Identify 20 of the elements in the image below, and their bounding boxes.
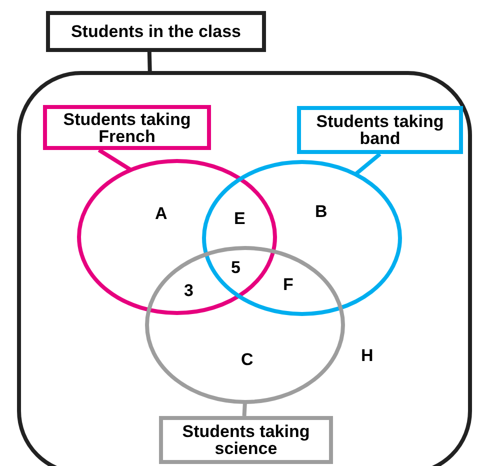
set-label-box: Students taking band	[297, 106, 463, 154]
leader-line	[242, 402, 247, 416]
region-label: 3	[184, 282, 194, 299]
set-ellipse	[77, 159, 277, 315]
set-ellipse	[145, 246, 345, 404]
region-label: H	[361, 347, 374, 364]
leader-line	[354, 152, 382, 176]
region-label: A	[155, 205, 168, 222]
region-label: B	[315, 203, 328, 220]
set-ellipse	[202, 160, 402, 316]
region-label: 5	[231, 259, 240, 276]
region-label: E	[234, 210, 246, 227]
leader-line	[147, 52, 152, 72]
region-label: C	[241, 351, 254, 368]
set-label-box: Students taking French	[43, 105, 211, 150]
leader-line	[98, 148, 132, 172]
set-label-box: Students taking science	[159, 416, 333, 464]
universe-frame	[17, 71, 472, 466]
title-box: Students in the class	[46, 11, 266, 52]
region-label: F	[283, 276, 294, 293]
